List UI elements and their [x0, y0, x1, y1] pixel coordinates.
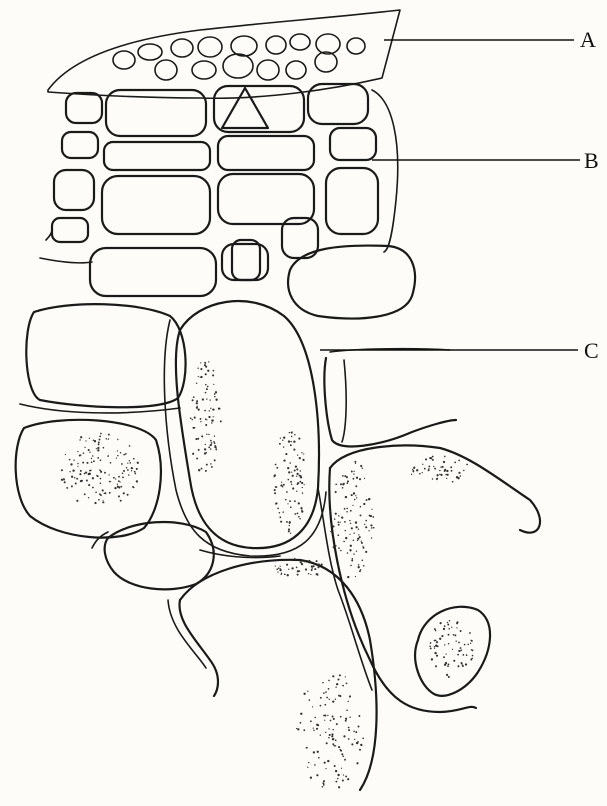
label-c: C	[584, 338, 599, 363]
label-a: A	[580, 27, 596, 52]
outer-layer-cells	[113, 34, 365, 80]
stipple-dots	[61, 361, 474, 788]
middle-cell-layer	[40, 84, 415, 319]
inner-large-cells	[16, 301, 540, 790]
label-b: B	[584, 148, 599, 173]
label-leader-lines	[320, 40, 580, 350]
